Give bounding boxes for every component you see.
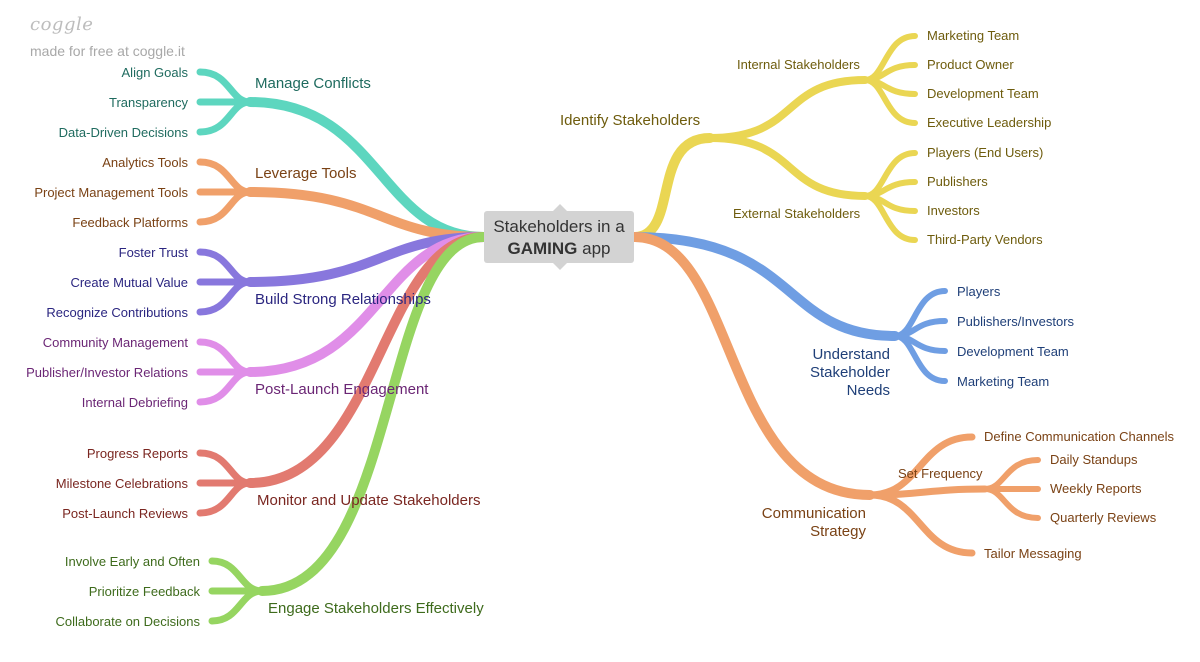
leaf-prioritize-feedback: Prioritize Feedback <box>89 584 201 599</box>
leaf-recognize-contributions: Recognize Contributions <box>46 305 188 320</box>
leaf-publisher-investor-relations: Publisher/Investor Relations <box>26 365 188 380</box>
center-node-bold: GAMING <box>507 239 578 258</box>
understand-label-line2: Stakeholder <box>810 364 890 381</box>
edge-post-launch-reviews <box>196 479 254 517</box>
leaf-players: Players <box>957 284 1001 299</box>
leaf-executive-leadership: Executive Leadership <box>927 115 1051 130</box>
leaf-internal-debriefing: Internal Debriefing <box>82 395 188 410</box>
center-node-bottom-handle[interactable] <box>553 263 567 270</box>
center-node-top-handle[interactable] <box>553 204 567 211</box>
leaf-development-team: Development Team <box>927 86 1039 101</box>
edge-internal-stakeholders <box>706 76 869 142</box>
edge-tailor-messaging <box>866 491 976 557</box>
set-frequency-label: Set Frequency <box>898 466 983 481</box>
leaf-quarterly-reviews: Quarterly Reviews <box>1050 510 1157 525</box>
build-relationships-label: Build Strong Relationships <box>255 291 431 308</box>
center-node-line1: Stakeholders in a <box>493 217 625 236</box>
center-node-line2: GAMING app <box>484 238 634 260</box>
leaf-milestone-celebrations: Milestone Celebrations <box>56 476 189 491</box>
branch-communication <box>629 232 875 500</box>
edge-external-stakeholders <box>706 134 869 200</box>
leaf-analytics-tools: Analytics Tools <box>102 155 188 170</box>
leaf-publishers: Publishers <box>927 174 988 189</box>
center-node-rest: app <box>577 239 611 258</box>
center-node[interactable]: Stakeholders in a GAMING app <box>484 211 634 263</box>
leaf-collaborate-on-decisions: Collaborate on Decisions <box>55 614 200 629</box>
external-stakeholders-label: External Stakeholders <box>733 206 861 221</box>
post-launch-label: Post-Launch Engagement <box>255 381 429 398</box>
communication-label-line2: Strategy <box>810 523 866 540</box>
leaf-involve-early-and-often: Involve Early and Often <box>65 554 200 569</box>
leaf-players-end-users: Players (End Users) <box>927 145 1043 160</box>
identify-stakeholders-label: Identify Stakeholders <box>560 112 700 129</box>
monitor-update-label: Monitor and Update Stakeholders <box>257 492 480 509</box>
branch-leverage-tools <box>245 187 489 242</box>
edge-foster-trust <box>196 248 254 286</box>
edge-internal-debriefing <box>196 368 254 406</box>
leaf-understand-development-team: Development Team <box>957 344 1069 359</box>
edge-progress-reports <box>196 449 254 487</box>
understand-label-line1: Understand <box>812 346 890 363</box>
manage-conflicts-label: Manage Conflicts <box>255 75 371 92</box>
leaf-align-goals: Align Goals <box>122 65 189 80</box>
leaf-create-mutual-value: Create Mutual Value <box>70 275 188 290</box>
leaf-tailor-messaging: Tailor Messaging <box>984 546 1082 561</box>
internal-stakeholders-label: Internal Stakeholders <box>737 57 860 72</box>
leaf-third-party-vendors: Third-Party Vendors <box>927 232 1043 247</box>
communication-label-line1: Communication <box>762 505 866 522</box>
branch-understand <box>629 232 900 341</box>
coggle-logo: coggle <box>30 14 94 35</box>
edge-community-management <box>196 338 254 376</box>
leaf-feedback-platforms: Feedback Platforms <box>72 215 188 230</box>
leaf-community-management: Community Management <box>43 335 189 350</box>
leaf-post-launch-reviews: Post-Launch Reviews <box>62 506 188 521</box>
understand-label-line3: Needs <box>847 382 890 399</box>
engage-label: Engage Stakeholders Effectively <box>268 600 484 617</box>
branch-monitor-update <box>245 232 489 488</box>
leaf-investors: Investors <box>927 203 980 218</box>
leaf-progress-reports: Progress Reports <box>87 446 189 461</box>
branch-identify <box>629 133 715 242</box>
leaf-publishers-investors: Publishers/Investors <box>957 314 1075 329</box>
edge-analytics-tools <box>196 158 254 196</box>
edge-data-driven <box>196 98 254 136</box>
leaf-foster-trust: Foster Trust <box>119 245 189 260</box>
leaf-transparency: Transparency <box>109 95 188 110</box>
leaf-weekly-reports: Weekly Reports <box>1050 481 1142 496</box>
leaf-marketing-team: Marketing Team <box>927 28 1019 43</box>
edge-align-goals <box>196 68 254 106</box>
branch-engage <box>257 232 489 596</box>
leaf-data-driven-decisions: Data-Driven Decisions <box>59 125 189 140</box>
edge-involve-early <box>208 557 266 595</box>
edge-recognize-contributions <box>196 278 254 316</box>
leverage-tools-label: Leverage Tools <box>255 165 356 182</box>
leaf-define-communication-channels: Define Communication Channels <box>984 429 1175 444</box>
leaf-understand-marketing-team: Marketing Team <box>957 374 1049 389</box>
made-with-coggle-text: made for free at coggle.it <box>30 43 185 59</box>
leaf-daily-standups: Daily Standups <box>1050 452 1138 467</box>
leaf-project-management-tools: Project Management Tools <box>34 185 188 200</box>
edge-collaborate-decisions <box>208 587 266 625</box>
edge-feedback-platforms <box>196 188 254 226</box>
coggle-watermark: coggle made for free at coggle.it <box>30 14 185 59</box>
leaf-product-owner: Product Owner <box>927 57 1014 72</box>
